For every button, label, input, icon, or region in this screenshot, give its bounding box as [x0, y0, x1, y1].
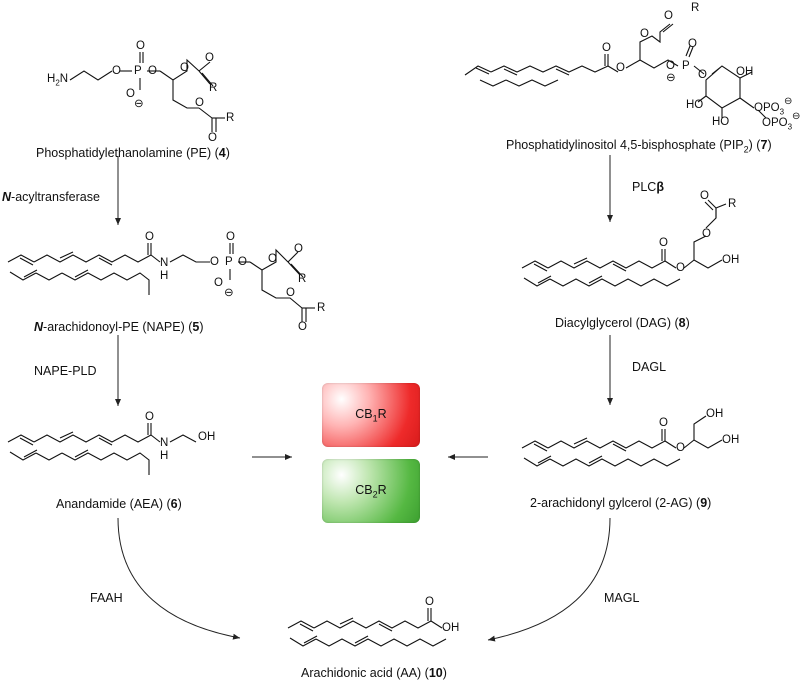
pe-h2n-atom: H2N [47, 73, 69, 88]
nape-o-atom-4: O [226, 231, 235, 243]
aa-o-atom: O [425, 596, 434, 608]
pe-o-atom-2: O [148, 65, 157, 77]
pe-label: Phosphatidylethanolamine (PE) (4) [36, 146, 230, 160]
pip2-opo3-atom-2: OPO3⊖ [762, 111, 801, 132]
dag-label: Diacylglycerol (DAG) (8) [555, 316, 690, 330]
nape-o-atom-7: O [294, 243, 303, 255]
nape-o-atom-9: O [298, 321, 307, 333]
pip2-o-atom-5: O [666, 60, 675, 72]
napepld-enzyme-label: NAPE-PLD [34, 364, 97, 378]
aea-n-atom: N [160, 437, 169, 449]
aa-oh-atom: OH [442, 622, 460, 634]
pe-o-atom-7: O [195, 97, 204, 109]
faah-enzyme-label: FAAH [90, 591, 123, 605]
pip2-structure [464, 23, 767, 119]
aea-oh-atom: OH [198, 431, 216, 443]
nape-p-atom: P [225, 256, 233, 268]
aea-label: Anandamide (AEA) (6) [56, 497, 182, 511]
nape-h-atom: H [160, 270, 169, 282]
cb1-receptor-label: CB1R [355, 407, 387, 424]
pip2-label: Phosphatidylinositol 4,5-bisphosphate (P… [506, 138, 772, 155]
pe-structure [69, 52, 225, 132]
pe-o-atom-8: O [208, 132, 217, 144]
aa-label: Arachidonic acid (AA) (10) [301, 666, 447, 680]
nape-o-atom-2: O [210, 256, 219, 268]
pe-o-atom-3: O [136, 40, 145, 52]
nape-o-atom-3: O [238, 256, 247, 268]
dag-o-atom-2: O [676, 262, 685, 274]
pe-o-atom-5: O [180, 62, 189, 74]
cb2-receptor-box: CB2R [322, 459, 420, 523]
pip2-p-atom: P [682, 60, 690, 72]
pip2-minus-icon: ⊖ [666, 72, 676, 84]
cb2-receptor-label: CB2R [355, 483, 387, 500]
pip2-ho-atom-2: HO [712, 116, 730, 128]
ag-o-atom-1: O [659, 417, 668, 429]
pip2-oh-atom-1: OH [736, 66, 754, 78]
nape-label: N-arachidonoyl-PE (NAPE) (5) [34, 320, 204, 334]
nape-o-atom-6: O [268, 253, 277, 265]
dag-o-atom-1: O [659, 237, 668, 249]
pe-o-atom-6: O [205, 52, 214, 64]
ag-o-atom-2: O [676, 442, 685, 454]
pip2-opo3-atom-1: OPO3⊖ [754, 96, 793, 117]
nape-r-atom-2: R [317, 302, 326, 314]
cb1-receptor-box: CB1R [322, 383, 420, 447]
pe-o-atom-1: O [112, 65, 121, 77]
nape-r-atom-1: R [298, 273, 307, 285]
pip2-o-atom-3: O [640, 28, 649, 40]
dagl-enzyme-label: DAGL [632, 360, 667, 374]
aea-o-atom: O [145, 411, 154, 423]
pe-r-atom-2: R [226, 112, 235, 124]
pip2-o-atom-1: O [602, 42, 611, 54]
arrow-ag-to-aa [487, 517, 611, 642]
pe-r-atom-1: R [209, 82, 218, 94]
aa-structure [287, 608, 447, 647]
pe-o-atom-4: O [126, 88, 135, 100]
magl-enzyme-label: MAGL [604, 591, 640, 605]
nape-o-atom-1: O [145, 231, 154, 243]
pe-minus-icon: ⊖ [134, 98, 144, 110]
pip2-ho-atom-1: HO [686, 99, 704, 111]
nat-enzyme-label: N-acyltransferase [2, 190, 100, 204]
pip2-r-atom: R [691, 2, 700, 14]
pip2-o-atom-4: O [664, 10, 673, 22]
aea-structure [7, 423, 197, 475]
aea-h-atom: H [160, 450, 169, 462]
arrow-aea-to-aa [117, 517, 241, 640]
dag-o-atom-4: O [700, 190, 709, 202]
nape-n-atom: N [160, 257, 169, 269]
dag-oh-atom: OH [722, 254, 740, 266]
pip2-o-atom-2: O [616, 62, 625, 74]
pip2-o-atom-7: O [698, 69, 707, 81]
pip2-o-atom-6: O [688, 38, 697, 50]
nape-minus-icon: ⊖ [224, 287, 234, 299]
ag-oh-atom-1: OH [706, 408, 724, 420]
ag-oh-atom-2: OH [722, 434, 740, 446]
plc-enzyme-label: PLCβ [632, 180, 664, 194]
nape-o-atom-5: O [214, 277, 223, 289]
ag-label: 2-arachidonyl gylcerol (2-AG) (9) [530, 496, 712, 510]
dag-r-atom: R [728, 198, 737, 210]
nape-structure [7, 243, 315, 322]
nape-o-atom-8: O [286, 287, 295, 299]
dag-o-atom-3: O [702, 228, 711, 240]
pe-p-atom: P [134, 65, 142, 77]
dag-structure [521, 199, 727, 287]
ag-structure [521, 415, 723, 467]
